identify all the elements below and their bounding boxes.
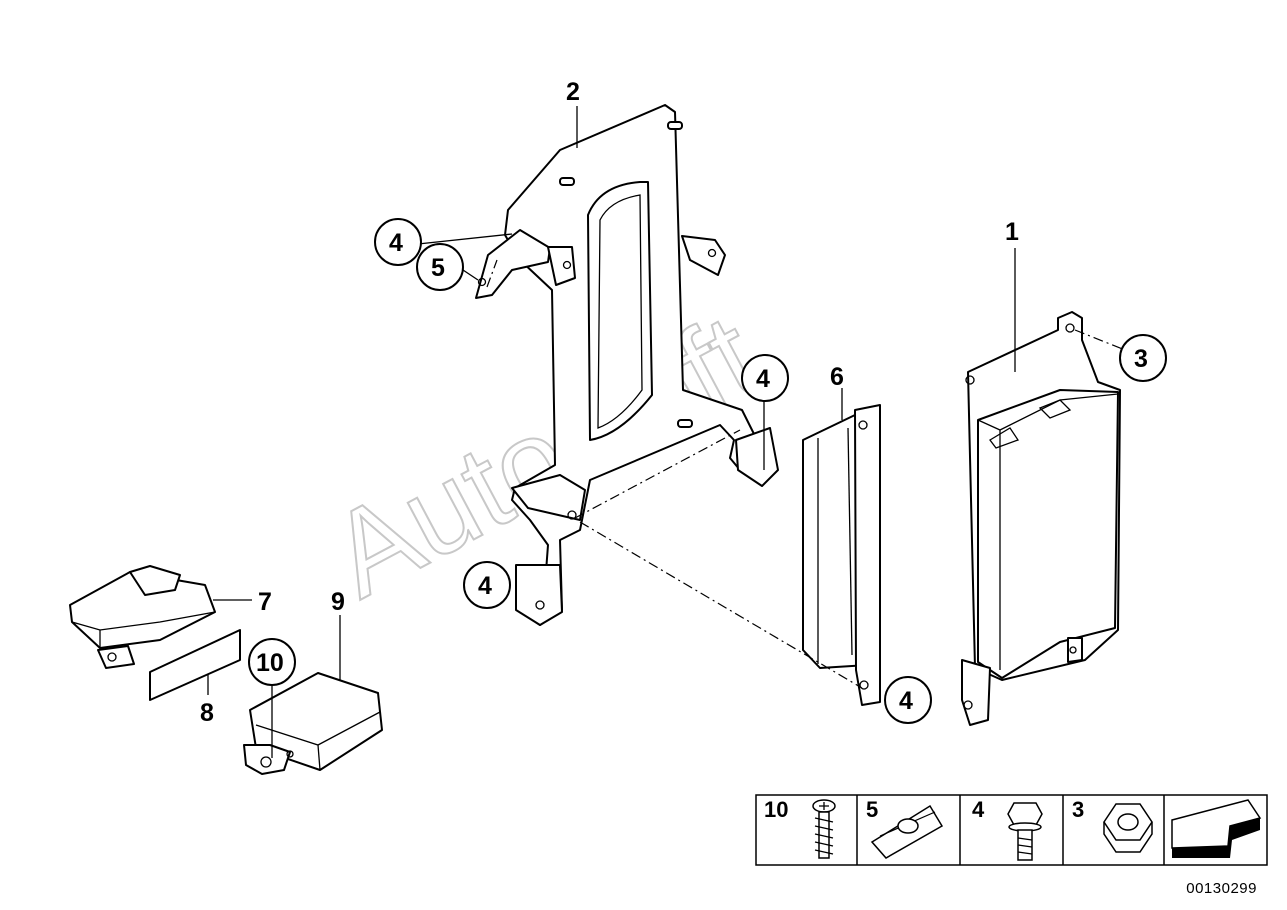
- callout-1: 1: [1005, 218, 1019, 246]
- hex-nut-icon: [1103, 803, 1153, 853]
- callouts: 2 1 6 7 8 9 4 5 4 4 4 3 10: [200, 78, 1167, 727]
- callout-6: 6: [830, 363, 844, 391]
- callout-4c: 4: [478, 572, 492, 600]
- alignment-lines: [486, 259, 1126, 689]
- legend-number-10: 10: [764, 797, 788, 822]
- callout-4a: 4: [389, 229, 403, 257]
- callout-3: 3: [1134, 345, 1148, 373]
- legend-number-4: 4: [972, 797, 985, 822]
- callout-circle-4d: [884, 676, 932, 724]
- arrow-icon: [1171, 799, 1262, 858]
- module-part-7: [69, 565, 216, 669]
- callout-9: 9: [331, 588, 345, 616]
- clip-nut-icon: [870, 804, 944, 859]
- callout-circle-4b: [741, 354, 789, 402]
- fastener-legend: 10 5 4 3: [755, 794, 1268, 866]
- callout-2: 2: [566, 78, 580, 106]
- drawing-number: 00130299: [1186, 880, 1257, 897]
- callout-circle-3: [1119, 334, 1167, 382]
- callout-4d: 4: [899, 687, 913, 715]
- leader-lines: [207, 106, 1016, 758]
- legend-number-3: 3: [1072, 797, 1084, 822]
- legend-number-5: 5: [866, 797, 878, 822]
- callout-7: 7: [258, 588, 272, 616]
- callout-5: 5: [431, 254, 445, 282]
- callout-circle-10: [248, 638, 296, 686]
- screw-icon: [812, 799, 836, 859]
- callout-4b: 4: [756, 365, 770, 393]
- control-unit-part-1: [961, 311, 1121, 726]
- control-unit-part-6: [802, 404, 881, 706]
- adhesive-pad-part-8: [149, 629, 241, 701]
- callout-circle-4a: [374, 218, 422, 266]
- callout-circle-5: [416, 243, 464, 291]
- callout-10: 10: [256, 649, 284, 677]
- module-part-9: [243, 672, 383, 775]
- callout-8: 8: [200, 699, 214, 727]
- hex-bolt-icon: [1007, 802, 1043, 861]
- bracket-part-2: [475, 104, 779, 626]
- callout-circle-4c: [463, 561, 511, 609]
